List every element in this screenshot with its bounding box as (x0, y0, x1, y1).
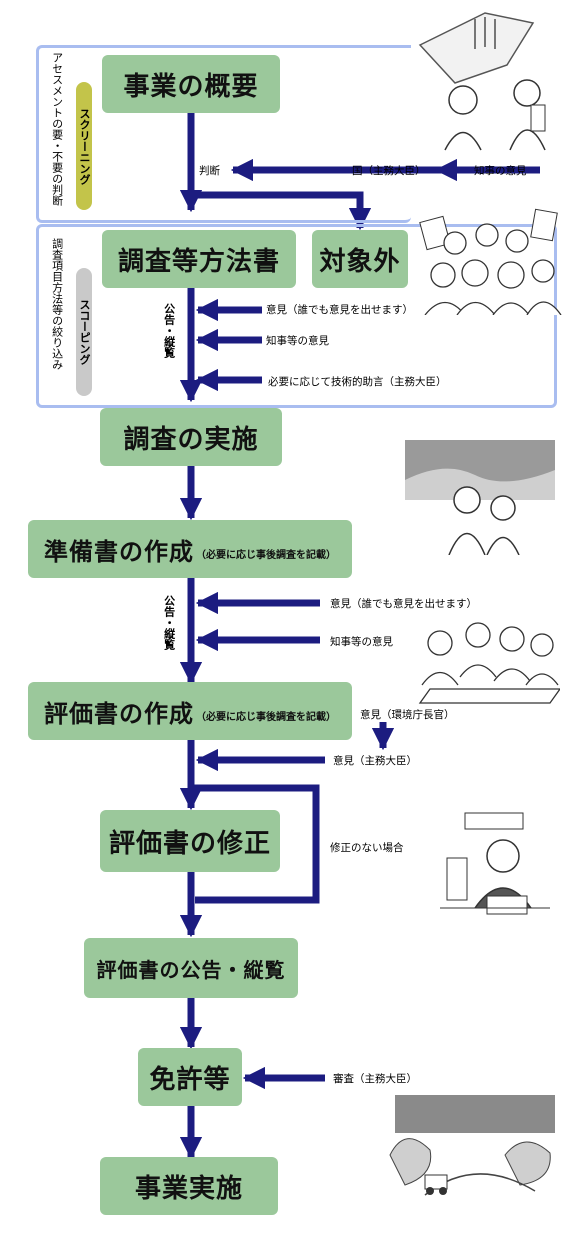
prep-sub-label: （必要に応じ事後調査を記載） (196, 549, 336, 561)
eval-label: 評価書の作成 (44, 699, 194, 728)
prep-governor-note: 知事等の意見 (330, 636, 393, 648)
opinion-anyone-note: 意見（誰でも意見を出せます） (266, 304, 413, 316)
license-box: 免許等 (138, 1048, 242, 1106)
illustration-crowd-scoping (419, 208, 562, 315)
tech-advice-note: 必要に応じて技術的助言（主務大臣） (268, 376, 447, 388)
publish-label: 評価書の公告・縦覧 (96, 957, 286, 982)
prep-opinion-anyone-note: 意見（誰でも意見を出せます） (330, 598, 477, 610)
revise-label: 評価書の修正 (108, 828, 271, 859)
illustration-officials (418, 12, 546, 151)
execute-box: 事業実施 (100, 1157, 278, 1215)
survey-box: 調査の実施 (100, 408, 282, 466)
country-note: 国（主務大臣） (352, 165, 426, 177)
prep-notice-note: 公告・縦覧 (162, 595, 176, 650)
review-note: 審査（主務大臣） (333, 1073, 417, 1085)
arrow-no-revision-path (191, 784, 320, 904)
method-document-label: 調査等方法書 (117, 246, 280, 277)
illustration-survey (405, 440, 555, 555)
execute-label: 事業実施 (134, 1173, 243, 1204)
project-overview-box: 事業の概要 (102, 55, 280, 113)
judgement-note: 判断 (199, 165, 220, 177)
eval-box: 評価書の作成 （必要に応じ事後調査を記載） (28, 682, 352, 740)
revise-box: 評価書の修正 (100, 810, 280, 872)
screening-pill-label: スクリーニング (78, 107, 91, 185)
scoping-pill-label: スコーピング (78, 299, 91, 365)
eval-sub-label: （必要に応じ事後調査を記載） (196, 711, 336, 723)
publish-box: 評価書の公告・縦覧 (84, 938, 298, 998)
env-agency-note: 意見（環境庁長官） (360, 709, 455, 721)
survey-label: 調査の実施 (123, 424, 259, 455)
illustration-mayor (440, 812, 550, 915)
scoping-frame (36, 224, 557, 408)
method-document-box: 調査等方法書 (102, 230, 296, 288)
prep-label: 準備書の作成 (44, 537, 194, 566)
screening-side-label: アセスメントの要・不要の判断 (50, 52, 64, 206)
minister-opinion-note: 意見（主務大臣） (333, 755, 417, 767)
excluded-box: 対象外 (312, 230, 408, 288)
license-label: 免許等 (149, 1064, 231, 1095)
method-notice-note: 公告・縦覧 (162, 303, 176, 358)
illustration-construction (389, 1095, 555, 1196)
prep-box: 準備書の作成 （必要に応じ事後調査を記載） (28, 520, 352, 578)
scoping-pill: スコーピング (76, 268, 92, 396)
illustration-crowd-prep (418, 622, 560, 704)
screening-pill: スクリーニング (76, 82, 92, 210)
scoping-side-label: 調査項目方法等の絞り込み (50, 238, 64, 370)
no-revision-note: 修正のない場合 (330, 842, 404, 854)
excluded-label: 対象外 (319, 246, 401, 277)
screening-frame (36, 45, 411, 223)
governor-opinion-note: 知事の意見 (474, 165, 527, 177)
governor-opinions-note: 知事等の意見 (266, 335, 329, 347)
arrow-branch-excluded (191, 191, 372, 231)
project-overview-label: 事業の概要 (123, 71, 259, 102)
